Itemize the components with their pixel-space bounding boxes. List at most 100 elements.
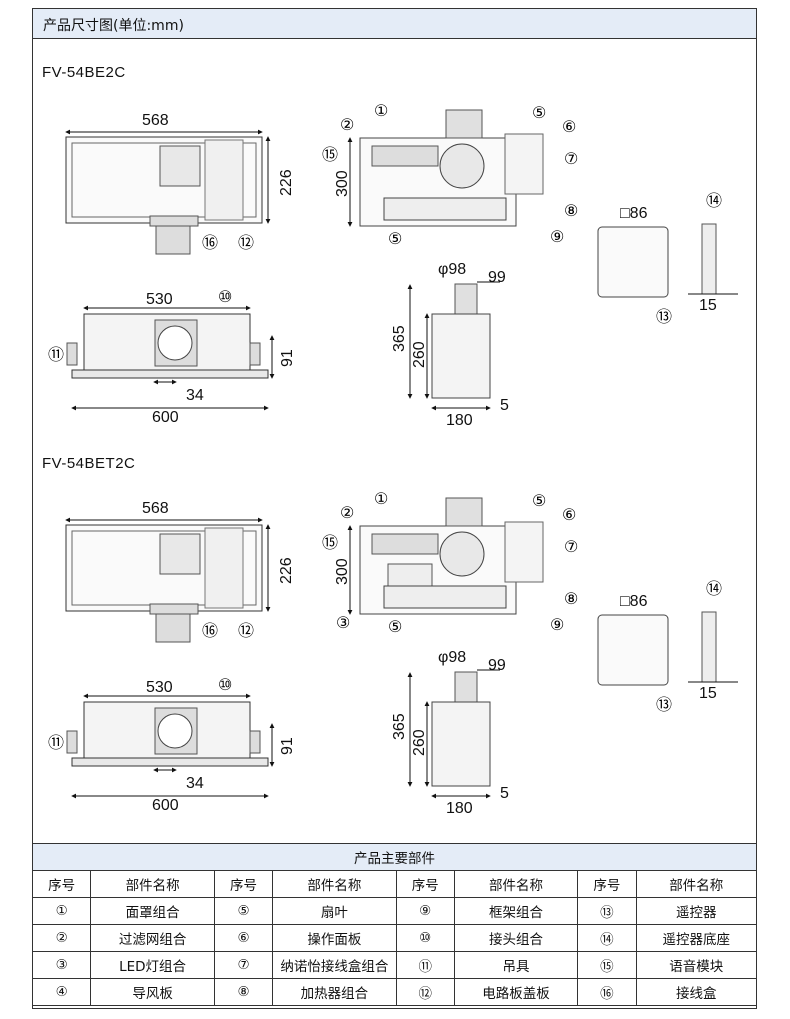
table-cell: ⑦ [213, 951, 274, 979]
diagram-frame: 产品尺寸图(单位:mm) [32, 8, 757, 1009]
table-cell: 接线盒 [635, 978, 758, 1006]
svg-text:⑦: ⑦ [564, 151, 578, 168]
table-cell: 遥控器 [635, 897, 758, 925]
table-cell: 扇叶 [272, 897, 397, 925]
table-cell: ⑥ [213, 924, 274, 952]
page-title: 产品尺寸图(单位:mm) [43, 18, 184, 34]
table-cell: ⑬ [577, 897, 637, 925]
svg-text:⑥: ⑥ [562, 119, 576, 136]
svg-text:⑫: ⑫ [238, 234, 254, 252]
remote-drawing [597, 223, 738, 298]
front-view [66, 305, 275, 411]
side-view-2 [407, 669, 500, 799]
svg-text:⑯: ⑯ [202, 622, 218, 640]
model-1-drawings: 568 226 530 34 600 91 300 [48, 103, 738, 429]
table-cell: 导风板 [90, 978, 215, 1006]
svg-text:⑮: ⑮ [322, 534, 338, 552]
dim-530-2: 530 [146, 679, 173, 696]
dim-600: 600 [152, 409, 179, 426]
table-cell: 过滤网组合 [90, 924, 215, 952]
svg-text:⑤: ⑤ [532, 105, 546, 122]
table-cell: 纳诺怡接线盒组合 [272, 951, 397, 979]
table-cell: LED灯组合 [90, 951, 215, 979]
exploded-view [347, 109, 544, 227]
table-cell: 语音模块 [635, 951, 758, 979]
header-cell: 部件名称 [635, 870, 758, 898]
svg-text:⑨: ⑨ [550, 617, 564, 634]
table-cell: ⑮ [577, 951, 637, 979]
table-cell: 操作面板 [272, 924, 397, 952]
dim-91-2: 91 [279, 737, 296, 755]
svg-text:②: ② [340, 505, 354, 522]
dimension-drawings: 568 226 530 34 600 91 300 [48, 103, 738, 817]
svg-text:⑤: ⑤ [388, 231, 402, 248]
dim-300-2: 300 [334, 558, 351, 585]
dim-226-2: 226 [278, 557, 295, 584]
dim-sq86-2: □86 [620, 593, 648, 610]
svg-text:⑩: ⑩ [218, 289, 232, 306]
dim-365: 365 [391, 325, 408, 352]
exploded-view-2 [347, 497, 544, 615]
dim-phi98: φ98 [438, 261, 466, 278]
dim-300: 300 [334, 170, 351, 197]
svg-text:⑬: ⑬ [656, 696, 672, 714]
svg-text:⑪: ⑪ [48, 346, 64, 364]
dim-226: 226 [278, 169, 295, 196]
dim-99: 99 [488, 269, 506, 286]
svg-text:⑯: ⑯ [202, 234, 218, 252]
table-row: ① 面罩组合 ⑤ 扇叶 ⑨ 框架组合 ⑬ 遥控器 [31, 897, 758, 925]
svg-text:⑤: ⑤ [532, 493, 546, 510]
model-name-1: FV-54BE2C [42, 64, 126, 81]
table-cell: ⑯ [577, 978, 637, 1006]
model-name-2: FV-54BET2C [42, 455, 136, 472]
header-cell: 序号 [31, 870, 92, 898]
dim-34: 34 [186, 387, 204, 404]
dim-530: 530 [146, 291, 173, 308]
table-cell: ② [31, 924, 92, 952]
top-view-2 [65, 517, 271, 643]
parts-table: 产品主要部件 序号 部件名称 序号 部件名称 序号 部件名称 序号 部件名称 ①… [31, 843, 758, 1006]
dim-99-2: 99 [488, 657, 506, 674]
table-cell: ⑭ [577, 924, 637, 952]
table-cell: 框架组合 [453, 897, 579, 925]
svg-text:⑬: ⑬ [656, 308, 672, 326]
table-cell: ① [31, 897, 92, 925]
table-cell: 吊具 [453, 951, 579, 979]
svg-text:⑭: ⑭ [706, 580, 722, 598]
remote-drawing-2 [597, 611, 738, 686]
dim-600-2: 600 [152, 797, 179, 814]
dim-91: 91 [279, 349, 296, 367]
table-cell: ⑨ [395, 897, 455, 925]
dim-34-2: 34 [186, 775, 204, 792]
dim-260: 260 [411, 341, 428, 368]
svg-text:⑮: ⑮ [322, 146, 338, 164]
table-cell: ⑩ [395, 924, 455, 952]
dim-365-2: 365 [391, 713, 408, 740]
svg-text:⑧: ⑧ [564, 591, 578, 608]
svg-text:①: ① [374, 491, 388, 508]
header-cell: 部件名称 [90, 870, 215, 898]
table-cell: ④ [31, 978, 92, 1006]
dim-phi98-2: φ98 [438, 649, 466, 666]
header-cell: 部件名称 [272, 870, 397, 898]
dim-15-2: 15 [699, 685, 717, 702]
table-row: ④ 导风板 ⑧ 加热器组合 ⑫ 电路板盖板 ⑯ 接线盒 [31, 978, 758, 1006]
header-cell: 部件名称 [453, 870, 579, 898]
header-cell: 序号 [395, 870, 455, 898]
dim-260-2: 260 [411, 729, 428, 756]
dim-180: 180 [446, 412, 473, 429]
table-row: ③ LED灯组合 ⑦ 纳诺怡接线盒组合 ⑪ 吊具 ⑮ 语音模块 [31, 951, 758, 979]
svg-text:①: ① [374, 103, 388, 120]
top-view [65, 129, 271, 255]
front-view-2 [66, 693, 275, 799]
table-cell: ⑪ [395, 951, 455, 979]
svg-text:⑤: ⑤ [388, 619, 402, 636]
parts-table-header: 序号 部件名称 序号 部件名称 序号 部件名称 序号 部件名称 [31, 870, 758, 898]
table-cell: ⑤ [213, 897, 274, 925]
header-bar: 产品尺寸图(单位:mm) [33, 9, 756, 39]
table-cell: 电路板盖板 [453, 978, 579, 1006]
svg-text:⑦: ⑦ [564, 539, 578, 556]
dim-5: 5 [500, 397, 509, 414]
model-2-drawings: 568 226 530 34 600 91 300 [48, 491, 738, 817]
parts-table-title: 产品主要部件 [32, 843, 757, 871]
